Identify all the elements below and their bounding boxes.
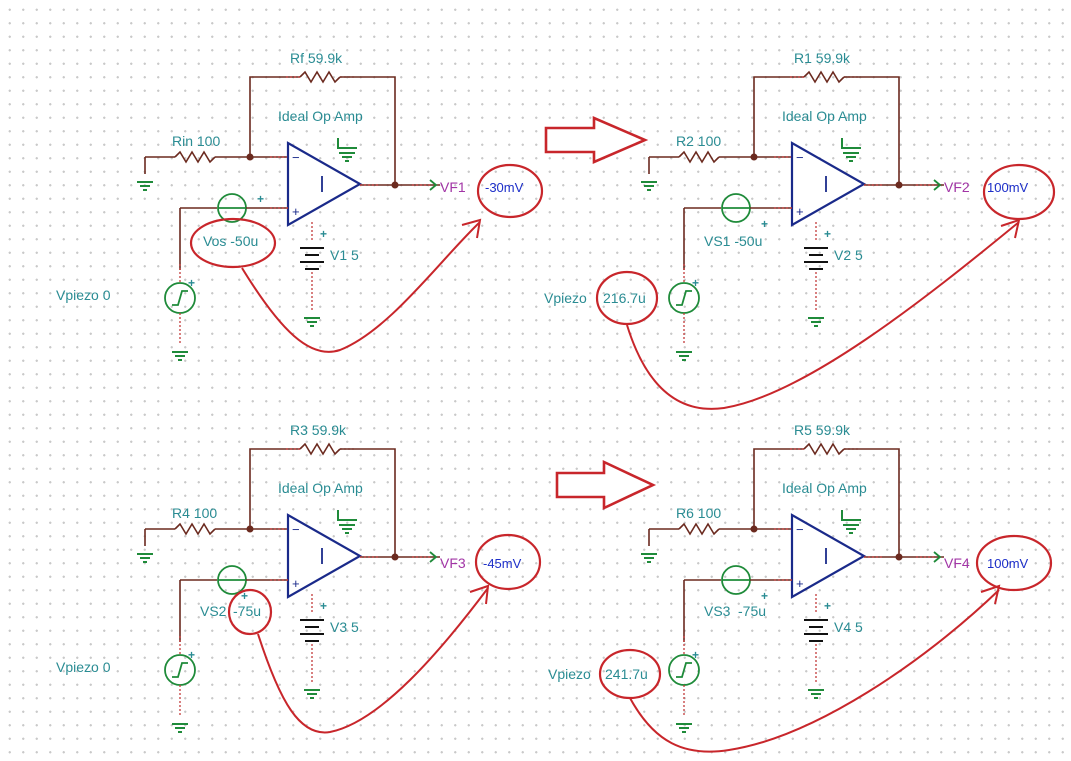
svg-text:+: + [796,204,804,219]
piezo-label: Vpiezo 0 [56,287,111,303]
input-resistor-label: R6 100 [676,505,721,521]
annotation-arrow [626,221,1020,410]
junction-node [246,153,254,161]
svg-text:+: + [796,576,804,591]
svg-text:−: − [292,150,300,165]
piezo-value: 241.7u [605,666,648,682]
highlight-piezo-circle [595,270,659,326]
piezo-value: 216.7u [603,290,646,306]
svg-text:+: + [241,589,248,603]
opamp-label: Ideal Op Amp [278,108,363,124]
feedback-resistor-symbol[interactable] [803,442,845,456]
supply-label: V1 5 [330,247,359,263]
svg-text:+: + [320,599,327,613]
svg-text:−: − [292,522,300,537]
svg-text:+: + [692,276,699,290]
meter-value: 100mV [987,556,1029,571]
feedback-resistor-label: R3 59.9k [290,422,347,438]
svg-text:+: + [320,227,327,241]
voltmeter-probe-icon [429,551,438,563]
svg-text:+: + [761,589,768,603]
offset-source-value: -75u [233,603,261,619]
input-resistor-symbol[interactable] [678,150,720,164]
offset-source-label: VS2 [200,603,227,619]
right-arrow-icon [544,116,649,164]
highlight-meter-circle [975,534,1053,592]
svg-text:+: + [824,227,831,241]
meter-value: -30mV [485,180,524,195]
input-resistor-label: R2 100 [676,133,721,149]
opamp-ground-wire [337,138,357,149]
input-resistor-symbol[interactable] [174,150,216,164]
offset-source-label: VS3 [704,603,731,619]
svg-text:+: + [761,217,768,231]
offset-source-value: -75u [738,603,766,619]
opamp-symbol[interactable] [286,141,363,227]
supply-label: V3 5 [330,619,359,635]
svg-text:+: + [292,576,300,591]
supply-label: V2 5 [834,247,863,263]
feedback-resistor-symbol[interactable] [803,70,845,84]
piezo-label: Vpiezo [548,666,591,682]
piezo-label: Vpiezo [544,290,587,306]
svg-text:−: − [796,522,804,537]
svg-text:−: − [796,150,804,165]
input-resistor-symbol[interactable] [678,522,720,536]
opamp-label: Ideal Op Amp [782,108,867,124]
opamp-symbol[interactable] [286,513,363,599]
offset-source-label: Vos -50u [203,233,258,249]
meter-value: 100mV [987,180,1029,195]
svg-text:+: + [188,648,195,662]
feedback-wire [249,76,300,157]
circuit-4: R5 59.9k R6 100 Ideal Op Amp − + VF4 100… [548,422,1053,753]
voltmeter-probe-icon [429,179,438,191]
highlight-offset-circle [189,217,277,269]
feedback-resistor-symbol[interactable] [299,70,341,84]
feedback-resistor-label: R5 59.9k [794,422,851,438]
feedback-resistor-symbol[interactable] [299,442,341,456]
voltmeter-probe-icon [933,179,942,191]
highlight-offset-circle [227,588,273,636]
meter-value: -45mV [483,556,522,571]
opamp-symbol[interactable] [790,513,867,599]
svg-text:+: + [257,192,264,206]
offset-source-label: VS1 -50u [704,233,762,249]
meter-label: VF4 [944,555,970,571]
input-resistor-symbol[interactable] [174,522,216,536]
svg-text:+: + [188,276,195,290]
circuit-3: R3 59.9k R4 100 Ideal Op Amp − + VF3 -45… [56,422,542,734]
svg-text:+: + [292,204,300,219]
meter-label: VF1 [440,179,466,195]
supply-label: V4 5 [834,619,863,635]
piezo-label: Vpiezo 0 [56,659,111,675]
annotation-arrow [257,587,489,734]
annotation-arrow [241,221,481,353]
meter-label: VF3 [440,555,466,571]
ground-symbol [136,181,154,191]
opamp-symbol[interactable] [790,141,867,227]
feedback-resistor-label: Rf 59.9k [290,50,343,66]
svg-text:+: + [824,599,831,613]
input-resistor-label: Rin 100 [172,133,220,149]
input-resistor-label: R4 100 [172,505,217,521]
right-arrow-icon [555,459,657,511]
opamp-label: Ideal Op Amp [278,480,363,496]
opamp-label: Ideal Op Amp [782,480,867,496]
svg-text:+: + [692,648,699,662]
feedback-resistor-label: R1 59.9k [794,50,851,66]
circuit-2: R1 59.9k R2 100 Ideal Op Amp − + VF2 100… [544,50,1056,410]
highlight-meter-circle [474,533,542,591]
highlight-meter-circle [476,163,544,219]
meter-label: VF2 [944,179,970,195]
voltmeter-probe-icon [933,551,942,563]
circuit-1: Rf 59.9k Rin 100 Ideal Op Amp − + VF1 -3… [56,50,544,361]
annotation-arrow [629,589,1000,753]
